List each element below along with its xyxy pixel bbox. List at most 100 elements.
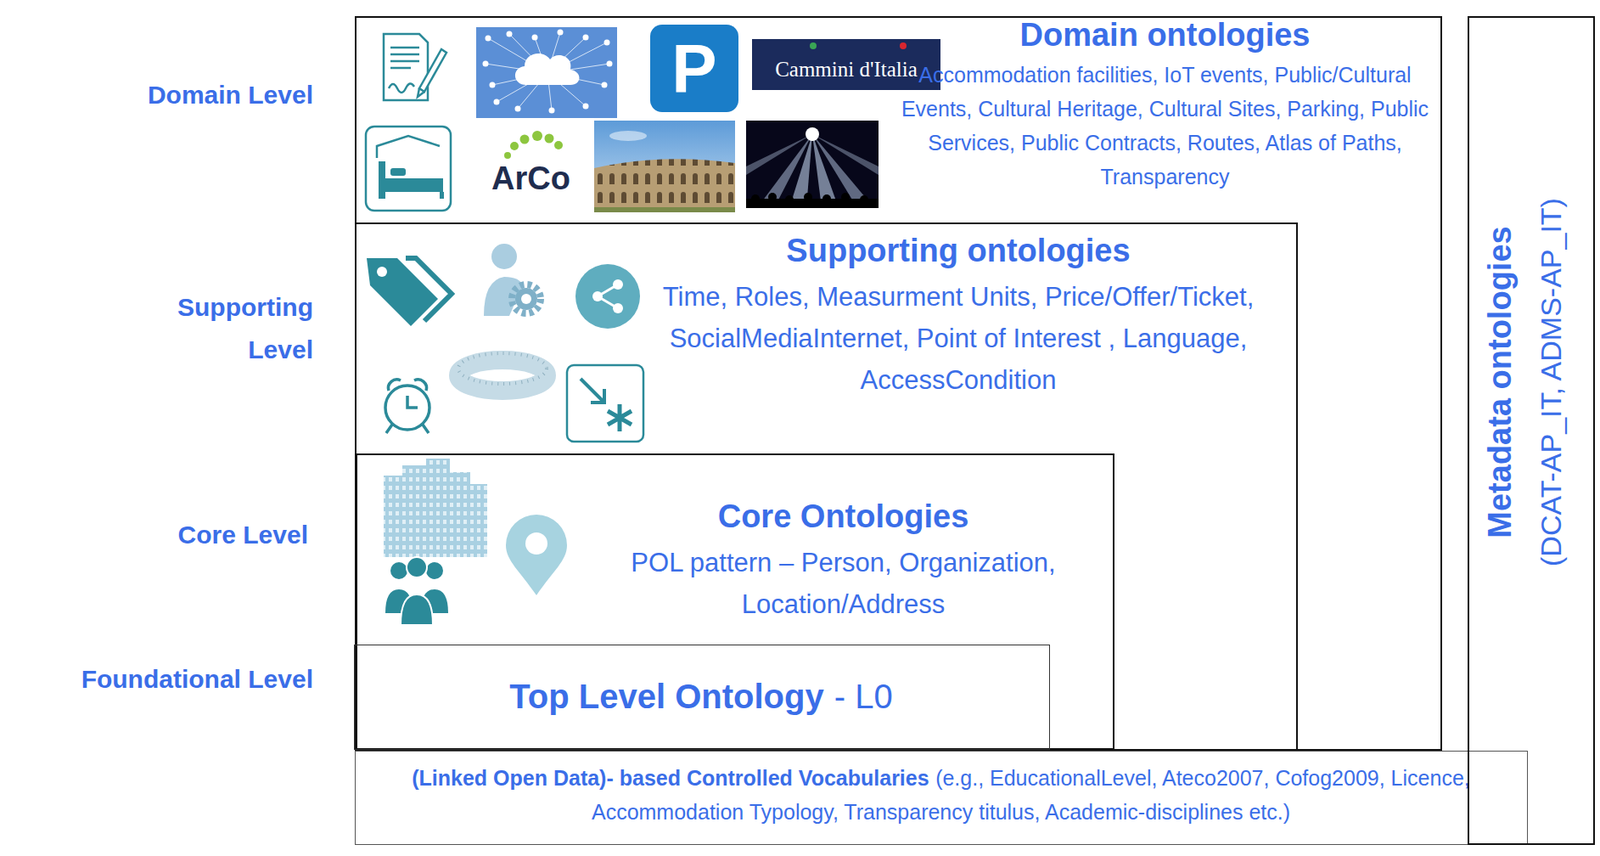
person-icon (390, 561, 408, 579)
level-label: Domain Level (25, 76, 314, 114)
person-icon (406, 556, 427, 578)
iot-cloud-image (532, 34, 539, 41)
level-label: Supporting Level (144, 286, 314, 371)
tag-icon (366, 258, 438, 326)
contract-icon (383, 33, 447, 101)
text-group: Metadata ontologies(DCAT-AP_IT, ADMS-AP_… (1474, 50, 1577, 713)
parking-sign (650, 24, 739, 113)
roles-icon (521, 293, 532, 304)
concert-photo (746, 120, 879, 208)
level-label: Foundational Level (25, 660, 314, 698)
colosseum-photo (594, 207, 736, 213)
concert-photo (812, 134, 879, 175)
box-body: POL pattern – Person, Organization, Loca… (580, 541, 1107, 625)
organization-icon (468, 483, 488, 557)
contract-icon (417, 88, 425, 97)
share-icon (575, 263, 640, 329)
concert-photo (812, 134, 875, 208)
iot-cloud-image (494, 99, 500, 106)
person-icon (385, 556, 449, 625)
parking-sign (650, 24, 739, 113)
contract-icon (419, 49, 447, 92)
supporting-level-box: Top Level Ontology- L0 Core OntologiesPOL… (354, 222, 1298, 751)
concert-photo (841, 192, 850, 202)
iot-cloud-image (604, 39, 611, 46)
accommodation-icon (439, 191, 444, 199)
iot-cloud-image (515, 53, 580, 85)
iot-cloud-image (485, 32, 610, 111)
box-suffix: - L0 (834, 677, 893, 715)
metadata-box: Metadata ontologies(DCAT-AP_IT, ADMS-AP_… (1467, 16, 1595, 845)
person-icon (426, 561, 444, 579)
box-heading: Domain ontologies (889, 16, 1442, 53)
accommodation-icon (390, 168, 406, 176)
arco-logo-dots (504, 130, 563, 159)
band-heading: (Linked Open Data)- based Controlled Voc… (411, 765, 929, 790)
text-group: Domain ontologiesAccommodation facilitie… (889, 16, 1442, 194)
iot-cloud-image (583, 34, 590, 41)
box-heading: Supporting ontologies (648, 231, 1269, 270)
access-icon (567, 364, 644, 442)
iot-cloud-image (549, 107, 556, 114)
arco-logo-dots (510, 141, 519, 151)
clock-icon (385, 385, 430, 430)
iot-cloud-image (485, 35, 492, 42)
cammini-logo (809, 42, 817, 50)
location-pin-icon (505, 514, 568, 596)
logo-text: Cammini d'Italia (752, 52, 941, 87)
vocabulary-band: (Linked Open Data)- based Controlled Voc… (354, 750, 1528, 845)
text-group: Supporting ontologiesTime, Roles, Measur… (648, 231, 1269, 401)
tag-icon (376, 266, 388, 277)
roles-icon (491, 243, 517, 270)
iot-cloud-image (583, 103, 590, 110)
person-icon (400, 594, 433, 625)
arco-logo-dots (544, 134, 555, 144)
organization-icon (383, 458, 488, 557)
access-icon (580, 378, 605, 403)
level-label: Core Level (25, 516, 309, 554)
arco-logo-dots (532, 130, 543, 141)
concert-photo (805, 127, 820, 141)
tag-icon (366, 258, 452, 326)
foundational-level-box: Top Level Ontology- L0 (353, 644, 1050, 750)
logo-text: ArCo (479, 157, 583, 199)
measuring-tape-icon (458, 359, 547, 391)
access-icon (590, 388, 605, 403)
accommodation-icon (378, 161, 386, 199)
colosseum-photo (594, 120, 736, 213)
domain-level-box: Top Level Ontology- L0 Core OntologiesPOL… (354, 16, 1443, 751)
box-heading: Core Ontologies (580, 497, 1107, 535)
contract-icon (388, 83, 415, 93)
roles-icon (511, 284, 541, 314)
text-group: Top Level Ontology- L0 (356, 674, 1046, 718)
iot-cloud-image (476, 27, 618, 118)
organization-icon (402, 465, 428, 557)
measuring-tape-icon (458, 353, 547, 391)
roles-icon (515, 287, 538, 310)
concert-photo (746, 134, 813, 175)
cammini-logo (899, 42, 907, 50)
clock-icon (414, 379, 427, 391)
location-pin-icon (505, 514, 568, 596)
arco-logo-dots (554, 140, 563, 150)
roles-icon (483, 243, 541, 316)
concert-photo (803, 192, 813, 202)
access-icon (567, 364, 644, 442)
cammini-logo (752, 39, 941, 90)
clock-icon (388, 379, 401, 391)
concert-photo (746, 198, 879, 208)
concert-photo (768, 192, 777, 202)
iot-cloud-image (482, 61, 489, 68)
access-icon (607, 404, 632, 432)
text-group: (Linked Open Data)- based Controlled Voc… (363, 760, 1520, 829)
colosseum-photo (594, 120, 736, 213)
clock-icon (407, 395, 418, 408)
arco-logo-dots (504, 151, 511, 159)
box-body: Time, Roles, Measurment Units, Price/Off… (648, 275, 1269, 401)
iot-cloud-image (557, 29, 564, 36)
concert-photo (746, 120, 879, 208)
accommodation-icon (365, 126, 451, 211)
